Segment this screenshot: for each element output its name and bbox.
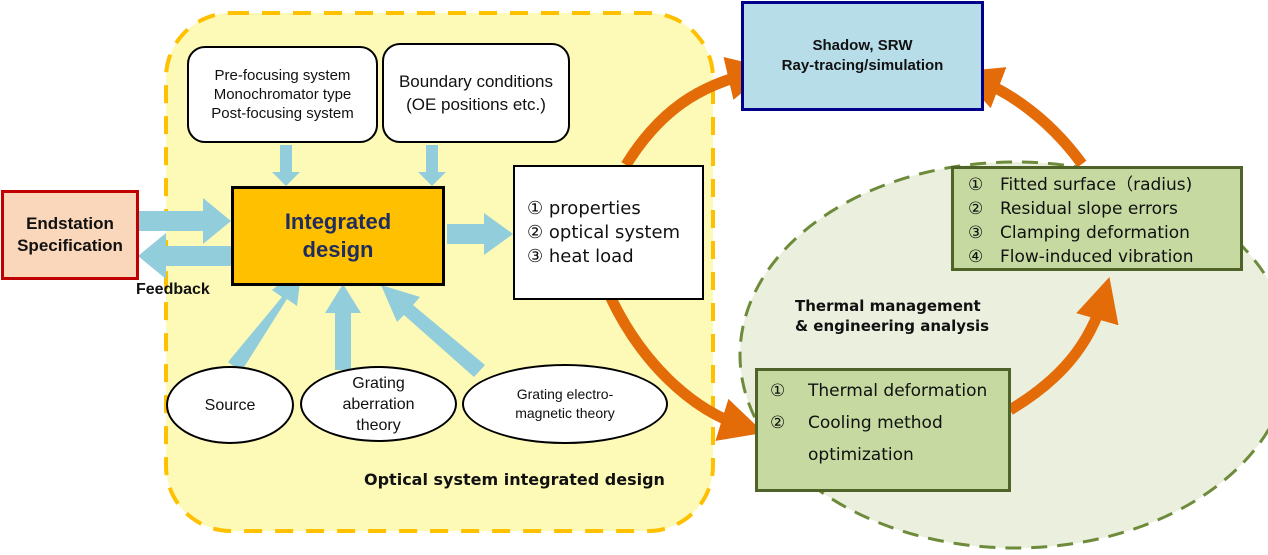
- endstation-line2: Specification: [17, 236, 123, 255]
- arrow-boundary-to-design: [418, 145, 446, 186]
- analysis-label: Fitted surface（radius): [1000, 175, 1193, 195]
- arrow-system-to-design: [272, 145, 300, 186]
- arrow-outputs-to-simulation: [621, 57, 772, 168]
- num-2-icon: ②: [968, 199, 984, 219]
- analysis-label: Clamping deformation: [1000, 223, 1190, 243]
- arrow-em-to-design: [381, 285, 485, 377]
- output-item-heat-load: ③ heat load: [527, 245, 702, 269]
- thermal-title-line2: & engineering analysis: [795, 317, 990, 335]
- em-line1: Grating electro-: [516, 386, 614, 402]
- arrow-source-to-design: [228, 266, 302, 372]
- num-1-icon: ①: [527, 198, 544, 219]
- output-item-properties: ① properties: [527, 197, 702, 221]
- output-item-optical-system: ② optical system: [527, 221, 702, 245]
- num-2-icon: ②: [527, 222, 544, 243]
- boundary-conditions-box: Boundary conditions (OE positions etc.): [382, 43, 570, 143]
- num-1-icon: ①: [968, 175, 984, 195]
- thermal-item-optimization: optimization: [770, 439, 1008, 471]
- analysis-label: Flow-induced vibration: [1000, 247, 1194, 267]
- boundary-line2: (OE positions etc.): [406, 95, 546, 114]
- integrated-line1: Integrated: [284, 209, 392, 234]
- grating-aberration-ellipse: Grating aberration theory: [300, 366, 457, 442]
- blue-arrows: [138, 145, 513, 377]
- thermal-analysis-box: ① Thermal deformation ② Cooling method opt…: [755, 368, 1011, 492]
- orange-arrows: [605, 57, 1119, 441]
- design-outputs-box: ① properties ② optical system ③ heat loa…: [513, 165, 704, 300]
- thermal-label: Thermal deformation: [808, 381, 988, 401]
- analysis-item-clamping: ③ Clamping deformation: [968, 221, 1240, 245]
- thermal-region-title: Thermal management & engineering analysi…: [795, 296, 989, 336]
- output-label: heat load: [548, 246, 634, 267]
- integrated-line2: design: [302, 237, 374, 262]
- simulation-line1: Shadow, SRW: [812, 37, 913, 54]
- endstation-spec-box: Endstation Specification: [1, 190, 139, 280]
- arrow-design-to-outputs: [447, 213, 513, 255]
- analysis-item-vibration: ④ Flow-induced vibration: [968, 245, 1240, 269]
- feedback-label: Feedback: [136, 281, 210, 298]
- num-3-icon: ③: [527, 246, 544, 267]
- system-line-prefocus: Pre-focusing system: [214, 67, 351, 84]
- arrow-spec-to-design: [138, 198, 231, 244]
- source-label: Source: [204, 396, 256, 414]
- aberration-line3: theory: [356, 416, 401, 434]
- simulation-line2: Ray-tracing/simulation: [781, 57, 944, 74]
- arrow-aberration-to-design: [325, 284, 361, 370]
- num-4-icon: ④: [968, 247, 984, 267]
- arrow-analysis-to-simulation: [957, 67, 1087, 168]
- boundary-line1: Boundary conditions: [398, 72, 554, 91]
- analysis-results-box: ① Fitted surface（radius) ② Residual slope …: [951, 166, 1243, 271]
- system-line-mono: Monochromator type: [213, 86, 352, 103]
- system-line-postfocus: Post-focusing system: [211, 105, 354, 122]
- thermal-label: Cooling method: [808, 413, 943, 433]
- em-line2: magnetic theory: [515, 405, 615, 421]
- num-3-icon: ③: [968, 223, 984, 243]
- arrow-feedback: [138, 233, 231, 279]
- output-label: optical system: [548, 222, 681, 243]
- arrow-outputs-to-thermal: [605, 293, 764, 441]
- output-label: properties: [548, 198, 641, 219]
- thermal-title-line1: Thermal management: [795, 297, 981, 315]
- thermal-item-cooling: ② Cooling method: [770, 407, 1008, 439]
- thermal-item-deformation: ① Thermal deformation: [770, 375, 1008, 407]
- arrow-thermal-to-analysis: [1007, 276, 1119, 415]
- optical-region-title: Optical system integrated design: [364, 470, 665, 489]
- aberration-line1: Grating: [352, 374, 405, 392]
- integrated-design-box: Integrated design: [231, 186, 445, 286]
- aberration-line2: aberration: [342, 395, 415, 413]
- simulation-box: Shadow, SRW Ray-tracing/simulation: [741, 1, 984, 111]
- num-2-icon: ②: [770, 413, 786, 433]
- analysis-item-slope-errors: ② Residual slope errors: [968, 197, 1240, 221]
- analysis-label: Residual slope errors: [1000, 199, 1178, 219]
- analysis-item-fitted-surface: ① Fitted surface（radius): [968, 173, 1240, 197]
- endstation-line1: Endstation: [26, 214, 114, 233]
- system-config-box: Pre-focusing system Monochromator type P…: [187, 46, 378, 143]
- thermal-label: optimization: [808, 445, 914, 465]
- grating-em-theory-ellipse: Grating electro- magnetic theory: [462, 364, 668, 444]
- source-ellipse: Source: [166, 366, 294, 444]
- num-1-icon: ①: [770, 381, 786, 401]
